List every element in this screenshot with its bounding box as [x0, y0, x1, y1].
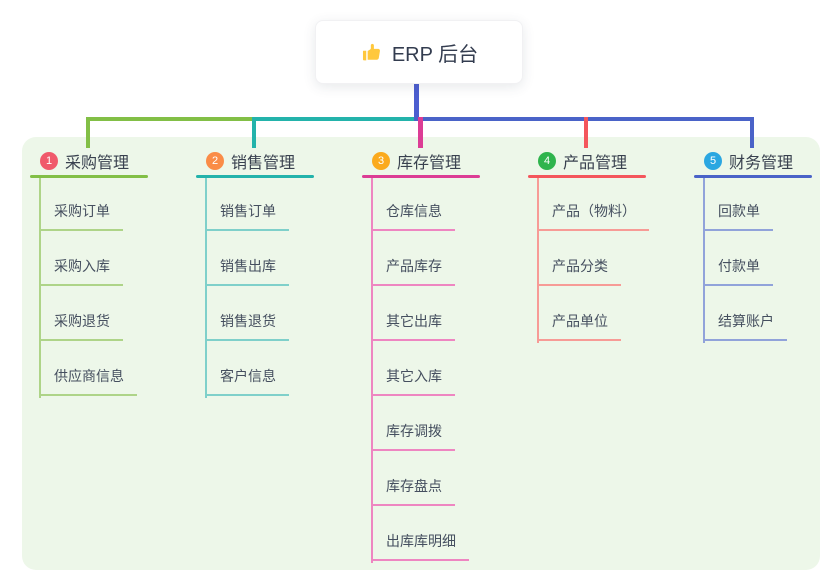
- branch-label: 销售管理: [231, 155, 296, 172]
- root-label: ERP 后台: [391, 43, 479, 66]
- child-node[interactable]: 产品分类: [537, 256, 621, 286]
- child-node[interactable]: 库存调拨: [371, 421, 455, 451]
- child-node[interactable]: 销售订单: [205, 201, 289, 231]
- branch-1: 1 采购管理采购订单采购入库采购退货供应商信息: [30, 137, 196, 570]
- branch-label: 库存管理: [397, 155, 462, 172]
- child-node[interactable]: 库存盘点: [371, 476, 455, 506]
- branch-4: 4 产品管理产品（物料） 产品分类产品单位: [528, 137, 694, 570]
- branch-drop-line-1: [86, 117, 90, 148]
- child-node[interactable]: 付款单: [703, 256, 773, 286]
- root-node[interactable]: ERP 后台: [315, 20, 523, 84]
- branch-label: 财务管理: [729, 155, 794, 172]
- branch-title-5[interactable]: 5 财务管理: [704, 150, 793, 172]
- branch-title-underline: [362, 175, 480, 178]
- child-node[interactable]: 其它入库: [371, 366, 455, 396]
- branch-drop-line-5: [750, 117, 754, 148]
- branch-label: 产品管理: [563, 155, 628, 172]
- child-node[interactable]: 采购订单: [39, 201, 123, 231]
- branch-2: 2 销售管理销售订单销售出库销售退货客户信息: [196, 137, 362, 570]
- branch-title-4[interactable]: 4 产品管理: [538, 150, 627, 172]
- branch-drop-line-3: [418, 117, 423, 148]
- thumbs-up-icon: [360, 41, 383, 64]
- trunk-segment-1: [86, 117, 254, 121]
- branch-number-badge: 1: [40, 152, 58, 170]
- child-node[interactable]: 采购入库: [39, 256, 123, 286]
- child-node[interactable]: 出库库明细: [371, 531, 469, 561]
- child-node[interactable]: 销售出库: [205, 256, 289, 286]
- branch-title-2[interactable]: 2 销售管理: [206, 150, 295, 172]
- branch-number-badge: 5: [704, 152, 722, 170]
- root-stem-line: [414, 84, 419, 121]
- branch-title-3[interactable]: 3 库存管理: [372, 150, 461, 172]
- children-connector-line: [703, 178, 705, 343]
- child-node[interactable]: 供应商信息: [39, 366, 137, 396]
- branch-drop-line-4: [584, 117, 588, 148]
- children-connector-line: [205, 178, 207, 398]
- branch-number-badge: 2: [206, 152, 224, 170]
- child-node[interactable]: 其它出库: [371, 311, 455, 341]
- branch-title-underline: [196, 175, 314, 178]
- trunk-segment-2: [252, 117, 419, 121]
- branch-drop-line-2: [252, 117, 256, 148]
- branch-title-1[interactable]: 1 采购管理: [40, 150, 129, 172]
- children-connector-line: [537, 178, 539, 343]
- branch-number-badge: 3: [372, 152, 390, 170]
- child-node[interactable]: 仓库信息: [371, 201, 455, 231]
- child-node[interactable]: 客户信息: [205, 366, 289, 396]
- child-node[interactable]: 销售退货: [205, 311, 289, 341]
- children-connector-line: [371, 178, 373, 563]
- branch-number-badge: 4: [538, 152, 556, 170]
- child-node[interactable]: 回款单: [703, 201, 773, 231]
- child-node[interactable]: 产品单位: [537, 311, 621, 341]
- branch-title-underline: [30, 175, 148, 178]
- branch-5: 5 财务管理回款单付款单结算账户: [694, 137, 839, 570]
- child-node[interactable]: 产品（物料）: [537, 201, 649, 231]
- child-node[interactable]: 产品库存: [371, 256, 455, 286]
- branches-panel: [22, 137, 820, 570]
- branch-title-underline: [528, 175, 646, 178]
- branch-label: 采购管理: [65, 155, 130, 172]
- branch-title-underline: [694, 175, 812, 178]
- child-node[interactable]: 结算账户: [703, 311, 787, 341]
- branch-3: 3 库存管理仓库信息产品库存其它出库其它入库库存调拨库存盘点出库库明细: [362, 137, 528, 570]
- children-connector-line: [39, 178, 41, 398]
- child-node[interactable]: 采购退货: [39, 311, 123, 341]
